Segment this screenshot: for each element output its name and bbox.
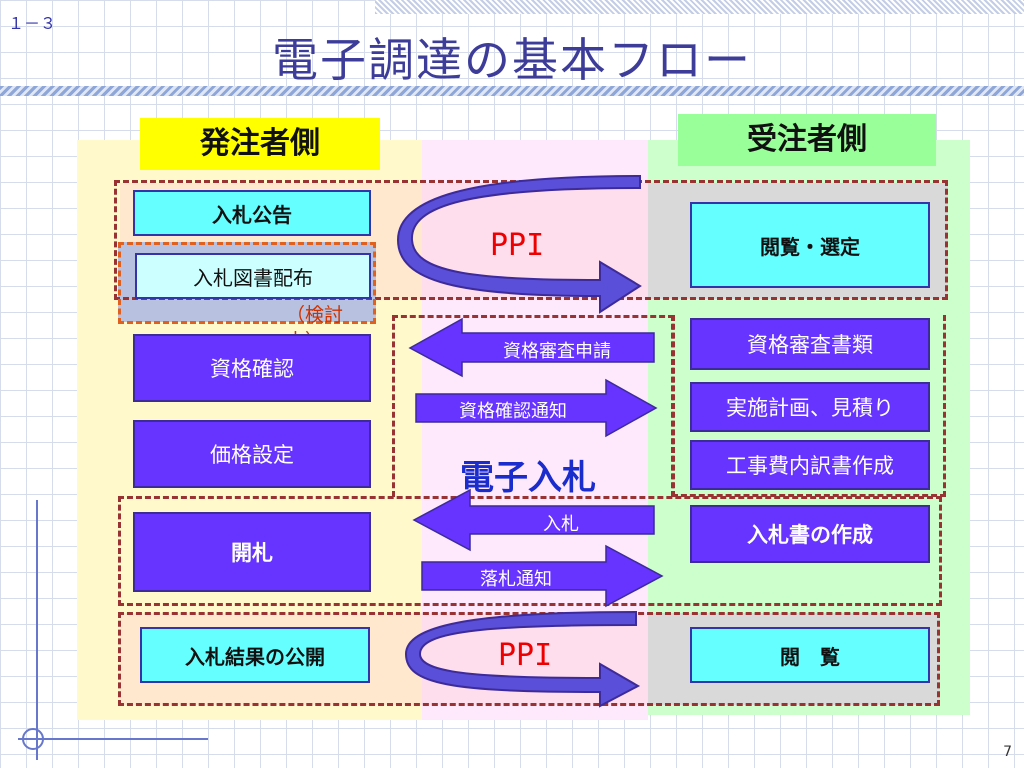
page-number: 7 [1003, 744, 1012, 760]
bidding-group-frame [118, 496, 942, 606]
ppi-bottom-group-frame [118, 612, 940, 706]
browse-box: 閲 覧 [690, 627, 930, 683]
qual-request-arrow [408, 317, 655, 378]
award-notice-arrow [421, 544, 664, 608]
bid-arrow [412, 488, 655, 552]
corner-decoration-horizontal [18, 738, 208, 740]
electronic-bidding-label: 電子入札 [460, 458, 596, 498]
top-decorative-band [375, 0, 1024, 14]
bid-announcement-box: 入札公告 [133, 190, 371, 236]
title-underline-band [0, 86, 1024, 96]
plan-estimate-box: 実施計画、見積り [690, 382, 930, 432]
bid-creation-box: 入札書の作成 [690, 505, 930, 563]
qualification-right-frame [672, 315, 946, 497]
page-title: 電子調達の基本フロー [272, 33, 752, 87]
award-notice-label: 落札通知 [480, 569, 552, 590]
corner-decoration-circle [22, 728, 44, 750]
bid-label: 入札 [543, 514, 579, 535]
buyer-header: 発注者側 [140, 118, 380, 170]
ppi-bottom-label: PPI [498, 638, 553, 673]
distribution-group-frame [118, 242, 376, 324]
bid-docs-distribution-box: 入札図書配布 [135, 253, 371, 299]
corner-decoration-vertical [36, 500, 38, 760]
price-setting-box: 価格設定 [133, 420, 371, 488]
browse-select-box: 閲覧・選定 [690, 202, 930, 288]
supplier-header: 受注者側 [678, 114, 936, 166]
qual-request-label: 資格審査申請 [503, 341, 611, 362]
slide-number: １－３ [8, 14, 57, 33]
ppi-bottom-curved-arrow [404, 610, 641, 708]
qual-notice-label: 資格確認通知 [459, 401, 567, 422]
cost-breakdown-box: 工事費内訳書作成 [690, 440, 930, 490]
ppi-top-curved-arrow [396, 174, 642, 314]
qualification-docs-box: 資格審査書類 [690, 318, 930, 370]
ppi-top-label: PPI [490, 228, 545, 263]
bid-results-publication-box: 入札結果の公開 [140, 627, 370, 683]
qualification-check-box: 資格確認 [133, 334, 371, 402]
bid-opening-box: 開札 [133, 512, 371, 592]
qual-notice-arrow [415, 378, 658, 438]
